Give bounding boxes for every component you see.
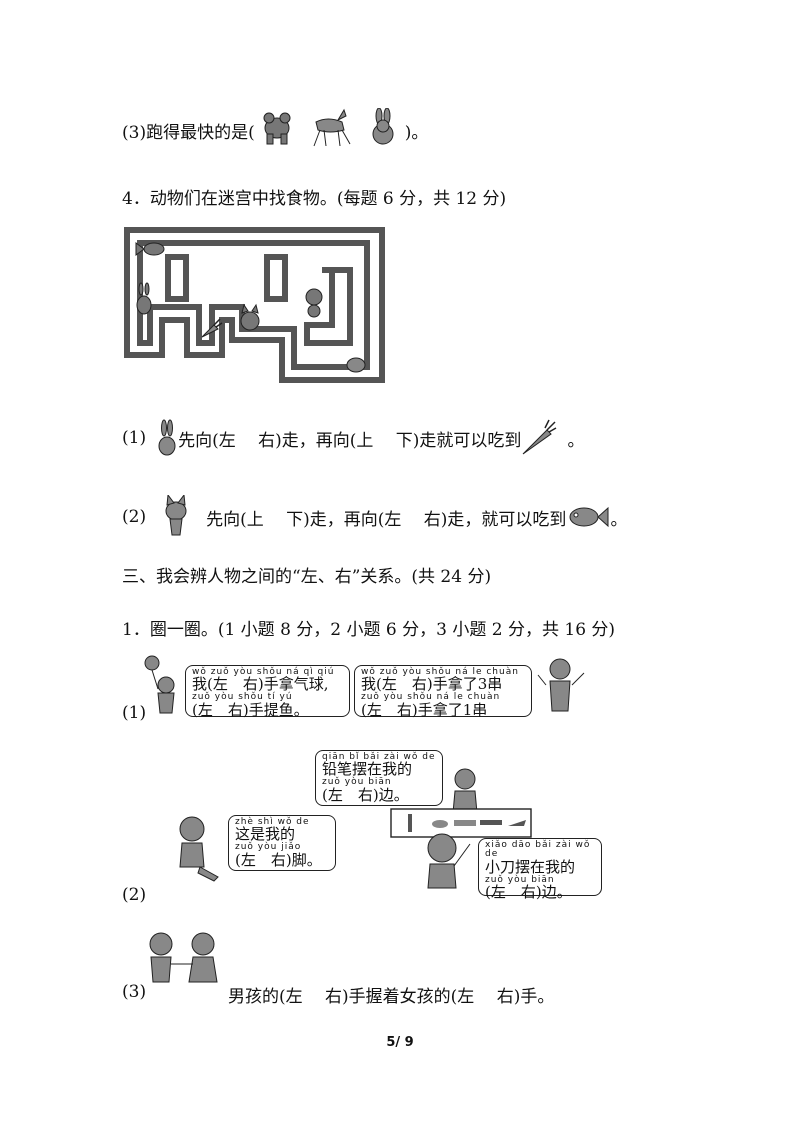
- bubble-text: 这是我的: [235, 825, 296, 844]
- bubble-text: (左 右)边。: [322, 785, 409, 804]
- bubble-text: 铅笔摆在我的: [322, 760, 413, 779]
- monkey-icon: [305, 288, 323, 318]
- maze-block-left: [165, 254, 189, 302]
- sharpener-icon: [454, 820, 476, 826]
- pinyin-line: zuǒ yòu jiǎo: [235, 842, 302, 853]
- maze-block-middle: [264, 254, 288, 302]
- desk-with-stationery: [390, 808, 532, 838]
- pinyin-line: wǒ zuǒ yòu shǒu ná le chuàn: [361, 667, 519, 677]
- q4-title: 4．动物们在迷宫中找食物。(每题 6 分，共 12 分): [122, 189, 507, 209]
- q1-title: 1．圈一圈。(1 小题 8 分，2 小题 6 分，3 小题 2 分，共 16 分…: [122, 620, 616, 640]
- girl-at-desk-icon: [452, 768, 478, 814]
- q4-2-number: (2): [122, 507, 147, 527]
- bubble-text: (左 右)脚。: [235, 850, 322, 869]
- ruler-icon: [480, 820, 502, 825]
- girl-showing-foot-icon: [179, 816, 219, 882]
- p2-number: (2): [122, 885, 147, 905]
- boy-with-balloon-icon: [144, 655, 175, 714]
- eraser-icon: [432, 820, 448, 828]
- cat-icon: [240, 303, 260, 331]
- bubble-text: 小刀摆在我的: [485, 857, 576, 876]
- section3-title: 三、我会辨人物之间的“左、右”关系。(共 24 分): [122, 567, 492, 587]
- speech-bubble-pencil: qiān bǐ bǎi zài wǒ de 铅笔摆在我的 zuǒ yòu biā…: [315, 750, 443, 806]
- speech-bubble-knife: xiǎo dāo bǎi zài wǒ de 小刀摆在我的 zuǒ yòu bi…: [478, 838, 602, 900]
- fish-icon: [135, 242, 165, 256]
- q4-2-line: (2) 先向(上 下)走，再向(左 右)走，就可以吃到 。: [122, 495, 627, 539]
- maze-inner-wall: [137, 240, 370, 370]
- pinyin-line: zuǒ yòu shǒu ná le chuàn: [361, 692, 501, 703]
- peach-icon: [346, 357, 366, 373]
- speech-bubble-left-hand: wǒ zuǒ yòu shǒu ná qì qiú 我(左 右)手拿气球, zu…: [185, 665, 350, 719]
- q4-2-text: 先向(上 下)走，再向(左 右)走，就可以吃到: [206, 509, 567, 530]
- page-number: 5/ 9: [386, 1035, 414, 1050]
- bear-icon: [263, 112, 291, 145]
- carrot-icon: [201, 318, 223, 338]
- q4-1-text: 先向(左 右)走，再向(上 下)走就可以吃到: [178, 430, 522, 451]
- boy-pointing-icon: [427, 833, 471, 889]
- q3-3-line: (3)跑得最快的是( )。: [122, 108, 428, 152]
- pinyin-line: wǒ zuǒ yòu shǒu ná qì qiú: [192, 667, 335, 677]
- p3-text: 男孩的(左 右)手握着女孩的(左 右)手。: [228, 987, 555, 1007]
- fish-icon: [569, 506, 609, 528]
- knife-icon: [508, 820, 526, 826]
- maze-outer-wall: [124, 227, 385, 383]
- q4-2-end: 。: [610, 509, 628, 530]
- maze-block-right: [304, 267, 353, 346]
- deer-icon: [313, 108, 351, 147]
- q3-3-suffix: )。: [404, 122, 429, 143]
- bubble-text: (左 右)手提鱼。: [192, 700, 309, 719]
- q4-1-end: 。: [567, 430, 585, 451]
- rabbit-icon: [158, 419, 176, 456]
- rabbit-icon: [136, 282, 152, 315]
- p3-number: (3): [122, 982, 147, 1002]
- speech-bubble-right-hand: wǒ zuǒ yòu shǒu ná le chuàn 我(左 右)手拿了3串 …: [354, 665, 532, 719]
- p1-number: (1): [122, 703, 147, 723]
- p3-line: (3): [122, 982, 146, 1002]
- bubble-text: (左 右)边。: [485, 883, 572, 902]
- rabbit-icon: [372, 108, 394, 145]
- girl-with-skewers-icon: [537, 658, 585, 712]
- pinyin-line: zuǒ yòu biān: [322, 777, 392, 788]
- speech-bubble-foot: zhè shì wǒ de 这是我的 zuǒ yòu jiǎo (左 右)脚。: [228, 815, 336, 871]
- animal-icons: [263, 108, 394, 147]
- q4-1-line: (1) 先向(左 右)走，再向(上 下)走就可以吃到 。: [122, 418, 584, 458]
- boy-and-girl-holding-hands-icon: [149, 932, 218, 983]
- cat-icon: [165, 495, 187, 536]
- bubble-text: (左 右)手拿了1串: [361, 700, 488, 719]
- pinyin-line: zuǒ yòu shǒu tí yú: [192, 692, 293, 703]
- pinyin-line: xiǎo dāo bǎi zài wǒ de: [485, 840, 591, 860]
- pinyin-line: zuǒ yòu biān: [485, 874, 555, 885]
- pinyin-line: zhè shì wǒ de: [235, 817, 310, 827]
- pinyin-line: qiān bǐ bǎi zài wǒ de: [322, 752, 436, 762]
- q4-1-number: (1): [122, 428, 147, 448]
- carrot-icon: [523, 419, 557, 455]
- q3-3-prefix: (3)跑得最快的是(: [122, 122, 255, 143]
- pencil-icon: [408, 814, 412, 832]
- bubble-text: 我(左 右)手拿了3串: [361, 675, 503, 694]
- bubble-text: 我(左 右)手拿气球,: [192, 675, 329, 694]
- maze-diagram: [124, 227, 385, 383]
